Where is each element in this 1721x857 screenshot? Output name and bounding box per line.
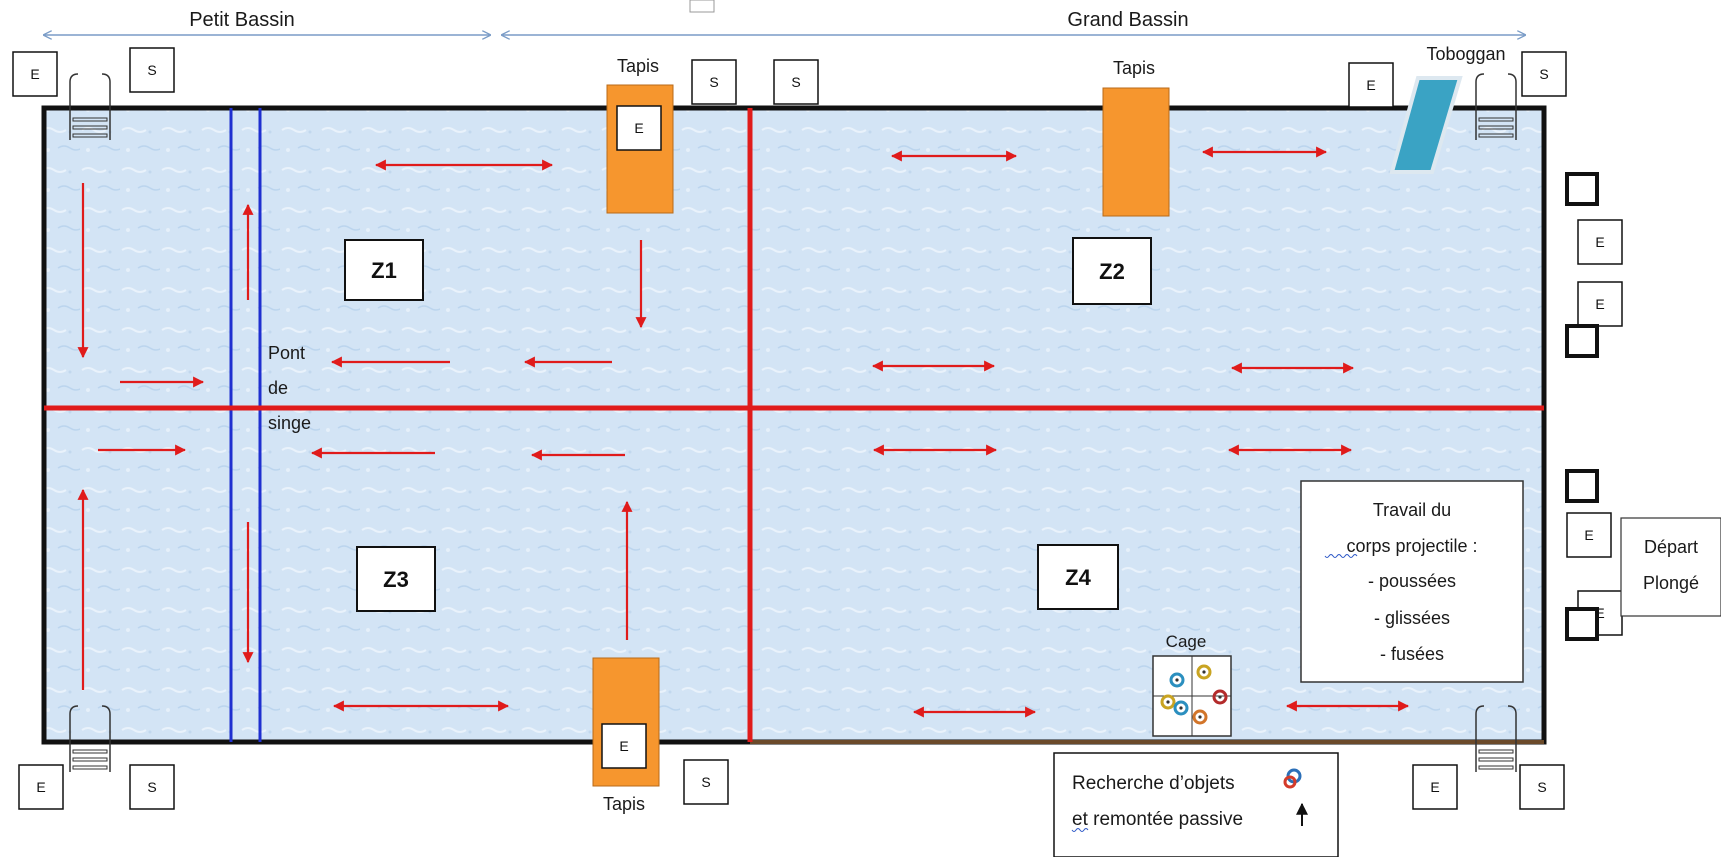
exit-marker: S	[683, 759, 729, 805]
tapis-mat	[1102, 87, 1170, 217]
zone-label-box	[344, 239, 424, 301]
ladder-icon	[69, 73, 111, 140]
entry-marker: E	[12, 51, 58, 97]
entry-marker: E	[1577, 281, 1623, 327]
petit-bassin-label: Petit Bassin	[189, 9, 295, 31]
entry-marker: E	[1412, 764, 1458, 810]
zone-label-z4: Z4	[1065, 565, 1091, 590]
tapis-label: Tapis	[1113, 58, 1155, 78]
zone-label-box	[1037, 544, 1119, 610]
ladders	[69, 73, 1517, 772]
ladder-icon	[69, 705, 111, 772]
starting-block-icon	[1565, 172, 1599, 206]
toboggan-label: Toboggan	[1426, 44, 1505, 64]
exit-marker: S	[129, 764, 175, 810]
spellcheck-underline	[1324, 554, 1358, 558]
empty-checkbox	[689, 0, 715, 13]
entry-marker: E	[616, 105, 662, 151]
entry-marker: E	[1577, 219, 1623, 265]
ring-icon	[1196, 664, 1212, 680]
entry-marker: E	[18, 764, 64, 810]
exit-letter: S	[147, 779, 156, 795]
exit-letter: S	[1537, 779, 1546, 795]
starting-blocks	[1565, 172, 1599, 641]
zone-label-z2: Z2	[1099, 259, 1125, 284]
entry-letter: E	[1584, 527, 1593, 543]
exit-marker: S	[691, 59, 737, 105]
depart-plonge-box	[1620, 517, 1721, 617]
travail-item: - poussées	[1368, 571, 1456, 591]
recherche-line2: et remontée passive	[1072, 809, 1243, 830]
exit-letter: S	[1539, 66, 1548, 82]
spellcheck-underline	[1071, 828, 1089, 832]
starting-block-icon	[1565, 607, 1599, 641]
travail-title-line2: corps projectile :	[1346, 536, 1477, 556]
entry-letter: E	[1366, 77, 1375, 93]
cage-label: Cage	[1166, 632, 1207, 651]
travail-item: - fusées	[1380, 644, 1444, 664]
exit-marker: S	[773, 59, 819, 105]
exit-marker: S	[1521, 51, 1567, 97]
pool-water	[44, 108, 1544, 742]
exit-marker: S	[129, 47, 175, 93]
cage-rings	[1160, 664, 1228, 725]
travail-box	[1300, 480, 1524, 683]
entry-letter: E	[634, 120, 643, 136]
entry-letter: E	[1595, 605, 1604, 621]
zone-label-z1: Z1	[371, 258, 397, 283]
ring-icon	[1160, 694, 1176, 710]
ladder-icon	[1475, 705, 1517, 772]
travail-title-line1: Travail du	[1373, 500, 1451, 520]
entry-exit-markers: E S S S E S E E E E E E S E S E S	[12, 47, 1623, 810]
entry-marker: E	[1348, 62, 1394, 108]
exit-letter: S	[709, 74, 718, 90]
ring-icon	[1173, 700, 1189, 716]
entry-letter: E	[1595, 296, 1604, 312]
depart-label-line2: Plongé	[1643, 573, 1699, 593]
ring-icon	[1212, 689, 1228, 705]
pont-label-line1: Pont	[268, 343, 305, 363]
swim-direction-arrows	[77, 146, 1410, 718]
exit-letter: S	[701, 774, 710, 790]
entry-marker: E	[1566, 512, 1612, 558]
entry-letter: E	[619, 738, 628, 754]
exit-marker: S	[1519, 764, 1565, 810]
entry-letter: E	[36, 779, 45, 795]
ring-icon	[1169, 672, 1185, 688]
zone-label-z3: Z3	[383, 567, 409, 592]
pont-label-line2: de	[268, 378, 288, 398]
travail-item: - glissées	[1374, 608, 1450, 628]
grand-bassin-label: Grand Bassin	[1067, 9, 1188, 31]
starting-block-icon	[1565, 469, 1599, 503]
exit-letter: S	[791, 74, 800, 90]
ladder-icon	[1475, 73, 1517, 140]
toboggan-slide	[1389, 76, 1463, 174]
tapis-label: Tapis	[617, 56, 659, 76]
tapis-label: Tapis	[603, 794, 645, 814]
entry-letter: E	[1430, 779, 1439, 795]
exit-letter: S	[147, 62, 156, 78]
depart-label-line1: Départ	[1644, 537, 1698, 557]
starting-block-icon	[1565, 324, 1599, 358]
recherche-box	[1053, 752, 1339, 857]
zone-label-box	[1072, 237, 1152, 305]
entry-marker: E	[601, 723, 647, 769]
zone-label-box	[356, 546, 436, 612]
ring-icon	[1192, 709, 1208, 725]
ring-icon	[1283, 768, 1302, 789]
pont-label-line3: singe	[268, 413, 311, 433]
entry-letter: E	[1595, 234, 1604, 250]
recherche-line1: Recherche d’objets	[1072, 773, 1235, 794]
entry-letter: E	[30, 66, 39, 82]
